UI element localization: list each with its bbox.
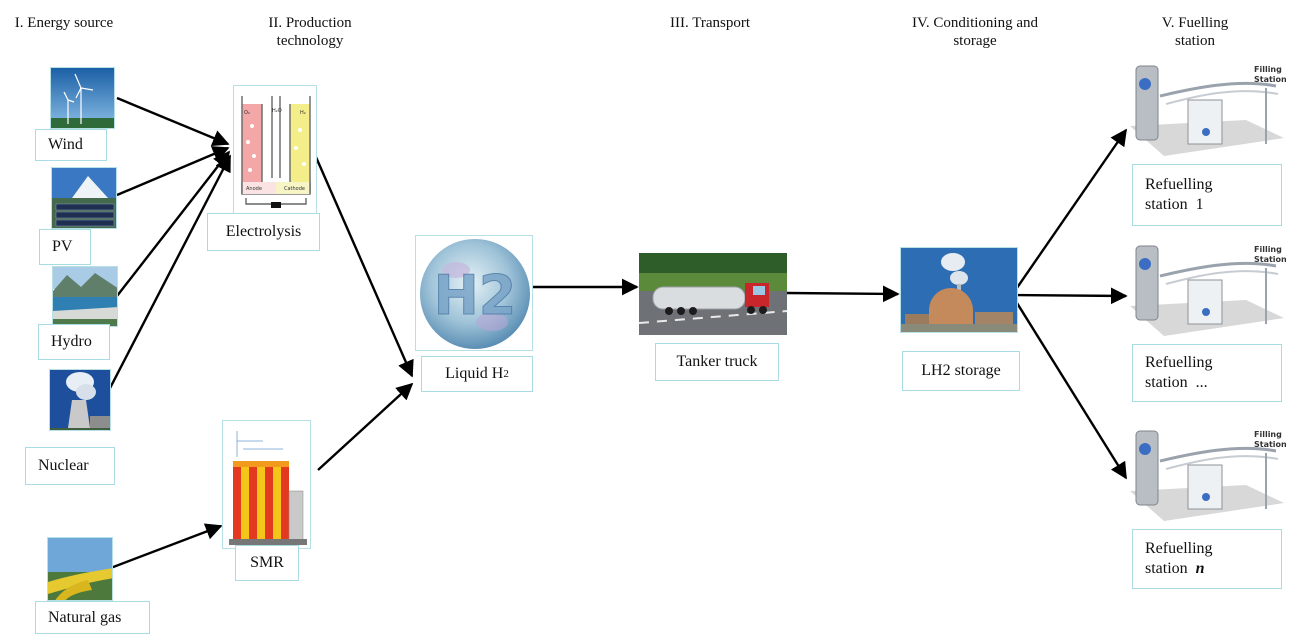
header-conditioning-storage: IV. Conditioning and storage xyxy=(912,15,1038,49)
label-smr: SMR xyxy=(235,545,299,581)
filling-sign-line1: Filling xyxy=(1254,65,1282,74)
station-n-line2-text: station xyxy=(1145,560,1196,577)
natural-gas-image xyxy=(47,537,113,601)
header-production-technology: II. Production technology xyxy=(268,15,352,49)
label-electrolysis: Electrolysis xyxy=(207,213,320,251)
arrow-smr-liquid xyxy=(317,382,414,471)
lh2-storage-image xyxy=(900,247,1018,333)
tanker-truck-image xyxy=(639,253,787,335)
station-n-emphasis: n xyxy=(1195,560,1205,577)
filling-sign-line1: Filling xyxy=(1254,430,1282,439)
station-n-line2: station n xyxy=(1145,559,1205,579)
arrow-gas-smr xyxy=(107,523,223,571)
hydro-dam-image xyxy=(52,266,118,327)
liquid-h2-image: H2 xyxy=(415,235,533,351)
header-fuelling-station: V. Fuelling station xyxy=(1161,15,1229,49)
electrolysis-label-h2: H₂ xyxy=(300,110,306,116)
solar-pv-image xyxy=(51,167,117,229)
filling-sign-line1: Filling xyxy=(1254,245,1282,254)
label-refuelling-station-2: Refuelling station ... xyxy=(1132,344,1282,402)
electrolysis-label-h2o: H₂O xyxy=(272,108,282,114)
arrow-hydro-electrolysis xyxy=(116,150,231,297)
station-1-line1: Refuelling xyxy=(1145,176,1213,193)
label-pv: PV xyxy=(39,229,91,265)
h2-logo-text: H2 xyxy=(434,264,517,327)
label-refuelling-station-n: Refuelling station n xyxy=(1132,529,1282,589)
label-wind: Wind xyxy=(35,129,107,161)
arrow-tanker-storage xyxy=(786,285,900,303)
nuclear-plant-image xyxy=(49,369,111,431)
label-hydro: Hydro xyxy=(38,324,110,360)
arrow-wind-electrolysis xyxy=(116,96,230,146)
label-tanker-truck: Tanker truck xyxy=(655,343,779,381)
arrow-storage-station2 xyxy=(1011,287,1128,305)
electrolysis-label-o2: O₂ xyxy=(244,110,250,116)
filling-sign-line2: Station xyxy=(1254,75,1286,84)
liquid-h2-subscript: 2 xyxy=(503,368,509,380)
station-image-2: Filling Station xyxy=(1126,240,1287,340)
station-2-line1: Refuelling xyxy=(1145,354,1213,371)
arrow-pv-electrolysis xyxy=(116,146,230,197)
station-image-1: Filling Station xyxy=(1126,60,1287,160)
wind-turbine-image xyxy=(50,67,115,129)
filling-sign-line2: Station xyxy=(1254,440,1286,449)
filling-sign-line2: Station xyxy=(1254,255,1286,264)
arrow-storage-stationn xyxy=(1010,294,1128,480)
station-1-line2: station 1 xyxy=(1145,196,1204,213)
label-nuclear: Nuclear xyxy=(25,447,115,485)
smr-reformer-image xyxy=(222,420,311,549)
station-n-line1: Refuelling xyxy=(1145,540,1213,557)
electrolysis-cell-image: O₂ H₂O H₂ Anode Cathode xyxy=(233,85,317,215)
electrolysis-label-anode: Anode xyxy=(246,186,262,192)
label-refuelling-station-1: Refuelling station 1 xyxy=(1132,164,1282,226)
arrow-electrolysis-liquid xyxy=(310,147,414,378)
header-energy-source: I. Energy source xyxy=(14,15,114,31)
arrow-storage-station1 xyxy=(1011,128,1127,296)
label-natural-gas: Natural gas xyxy=(35,601,150,634)
label-lh2-storage: LH2 storage xyxy=(902,351,1020,391)
arrow-nuclear-electrolysis xyxy=(106,154,232,393)
header-transport: III. Transport xyxy=(669,15,750,31)
liquid-h2-main: Liquid H xyxy=(445,365,504,382)
station-2-line2: station ... xyxy=(1145,374,1208,391)
electrolysis-label-cathode: Cathode xyxy=(284,186,305,192)
station-image-3: Filling Station xyxy=(1126,425,1287,525)
